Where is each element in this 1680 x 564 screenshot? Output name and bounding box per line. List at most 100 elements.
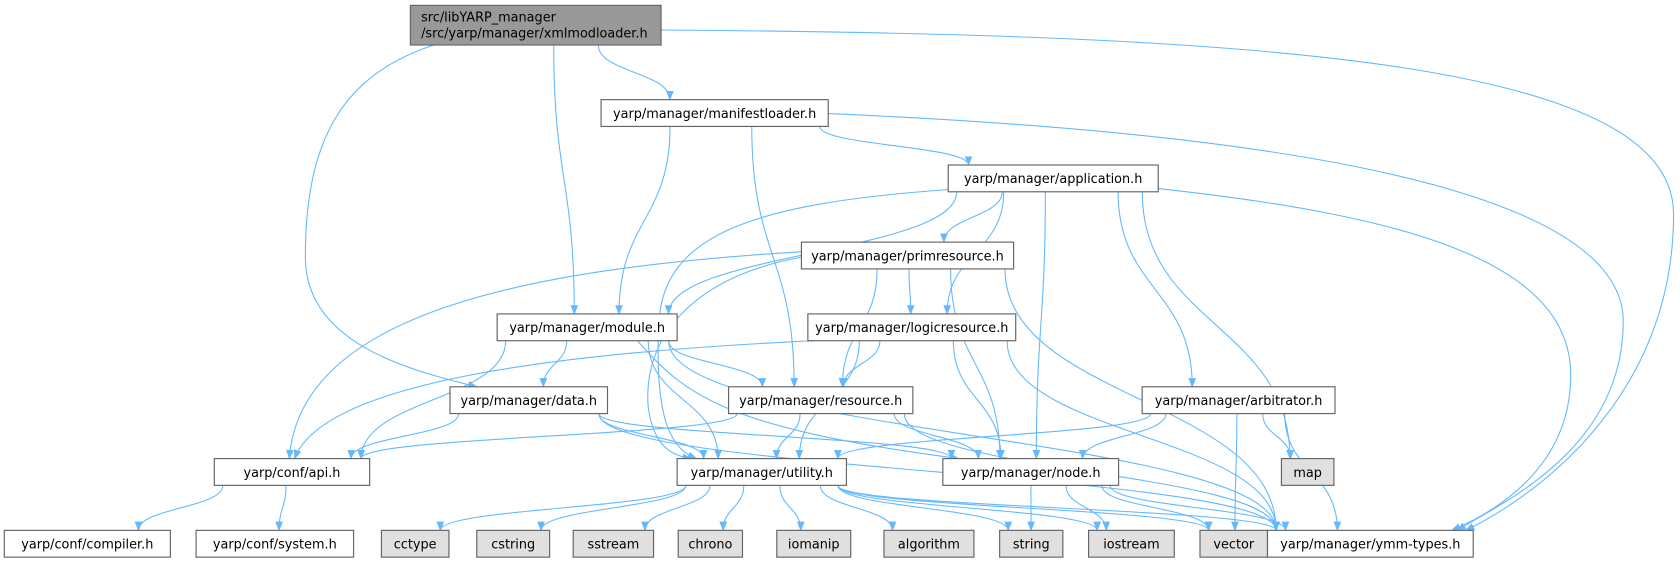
edge-utility-to-algorithm <box>819 485 897 532</box>
edge-primresource-to-node <box>950 268 1004 460</box>
edge-arbitrator-to-utility <box>834 413 1152 460</box>
edge-utility-to-iomanip <box>779 485 805 532</box>
edge-manifestloader-to-resource <box>751 126 799 388</box>
node-label: yarp/manager/utility.h <box>691 466 833 481</box>
edge-resource-to-api <box>357 413 738 460</box>
node-system[interactable]: yarp/conf/system.h <box>195 529 355 558</box>
edge-module-to-ymm <box>668 340 1280 532</box>
node-box <box>600 99 829 128</box>
edge-primresource-to-logicresource <box>906 268 915 315</box>
edge-logicresource-to-node <box>952 340 1005 460</box>
node-label: map <box>1293 466 1322 481</box>
node-label: cstring <box>491 538 535 553</box>
node-box <box>3 529 171 558</box>
edge-utility-to-cstring <box>537 485 687 532</box>
edge-application-to-utility <box>657 189 949 460</box>
node-label-line: /src/yarp/manager/xmlmodloader.h <box>421 26 648 41</box>
node-compiler[interactable]: yarp/conf/compiler.h <box>3 529 171 558</box>
edge-api-to-system <box>275 485 287 532</box>
node-box <box>677 529 744 558</box>
node-cstring: cstring <box>476 529 551 558</box>
node-manifestloader[interactable]: yarp/manager/manifestloader.h <box>600 99 829 128</box>
edge-logicresource-to-ymm <box>1006 340 1280 532</box>
edge-root-to-data <box>304 44 478 389</box>
node-label-line: src/libYARP_manager <box>421 10 557 25</box>
node-map: map <box>1280 457 1335 486</box>
edge-application-to-node <box>1032 191 1046 460</box>
node-box <box>380 529 450 558</box>
node-label: algorithm <box>898 538 960 553</box>
edge-api-to-compiler <box>134 485 224 532</box>
edge-utility-to-iostream <box>837 485 1101 532</box>
node-label: yarp/manager/arbitrator.h <box>1155 394 1323 409</box>
node-box <box>942 457 1120 486</box>
edge-root-to-module <box>553 44 579 315</box>
edge-logicresource-to-resource <box>839 340 881 388</box>
node-box <box>676 457 848 486</box>
node-label: yarp/manager/manifestloader.h <box>613 107 816 122</box>
node-label: yarp/manager/module.h <box>509 321 665 336</box>
node-primresource[interactable]: yarp/manager/primresource.h <box>800 241 1015 270</box>
node-resource[interactable]: yarp/manager/resource.h <box>727 386 914 415</box>
node-label: iomanip <box>788 538 840 553</box>
node-box <box>496 313 678 342</box>
node-arbitrator[interactable]: yarp/manager/arbitrator.h <box>1141 386 1336 415</box>
node-module[interactable]: yarp/manager/module.h <box>496 313 678 342</box>
node-box <box>947 164 1159 193</box>
node-box <box>213 457 371 486</box>
node-box <box>1280 457 1335 486</box>
node-label: yarp/manager/primresource.h <box>811 249 1004 264</box>
node-box <box>883 529 975 558</box>
edge-node-to-ymm <box>1109 485 1290 532</box>
node-node[interactable]: yarp/manager/node.h <box>942 457 1120 486</box>
edge-module-to-utility <box>647 340 722 460</box>
node-ymm[interactable]: yarp/manager/ymm-types.h <box>1266 529 1474 558</box>
edge-data-to-node <box>598 413 956 460</box>
node-label: yarp/manager/application.h <box>964 172 1142 187</box>
node-application[interactable]: yarp/manager/application.h <box>947 164 1159 193</box>
node-label: yarp/manager/logicresource.h <box>815 321 1008 336</box>
node-root[interactable]: src/libYARP_manager/src/yarp/manager/xml… <box>409 4 662 46</box>
edge-utility-to-ymm <box>837 484 1280 532</box>
node-box <box>1266 529 1474 558</box>
node-algorithm: algorithm <box>883 529 975 558</box>
node-iomanip: iomanip <box>776 529 852 558</box>
node-data[interactable]: yarp/manager/data.h <box>449 386 609 415</box>
node-box <box>572 529 655 558</box>
node-utility[interactable]: yarp/manager/utility.h <box>676 457 848 486</box>
edge-data-to-api <box>347 413 460 460</box>
edge-module-to-api <box>357 340 507 460</box>
edge-primresource-to-ymm <box>1004 268 1280 532</box>
node-label: yarp/manager/node.h <box>961 466 1101 481</box>
edge-utility-to-vector <box>837 484 1213 532</box>
edge-logicresource-to-api <box>294 340 815 460</box>
edge-primresource-to-utility <box>647 256 802 462</box>
node-label: iostream <box>1103 538 1159 553</box>
edge-manifestloader-to-application <box>819 126 973 166</box>
edge-primresource-to-api <box>286 251 802 460</box>
node-box <box>800 241 1015 270</box>
node-api[interactable]: yarp/conf/api.h <box>213 457 371 486</box>
edge-utility-to-sstream <box>641 485 711 532</box>
node-box <box>195 529 355 558</box>
node-sstream: sstream <box>572 529 655 558</box>
edge-utility-to-chrono <box>719 485 745 532</box>
node-label: yarp/manager/resource.h <box>739 394 902 409</box>
node-label: vector <box>1213 538 1254 553</box>
node-logicresource[interactable]: yarp/manager/logicresource.h <box>807 313 1017 342</box>
node-label: yarp/conf/system.h <box>213 538 337 553</box>
node-box <box>807 313 1017 342</box>
node-label: yarp/manager/ymm-types.h <box>1280 538 1460 553</box>
node-box <box>1141 386 1336 415</box>
node-box <box>727 386 914 415</box>
node-label: yarp/manager/data.h <box>461 394 597 409</box>
node-box <box>776 529 852 558</box>
edge-utility-to-string <box>837 485 1013 532</box>
edge-data-to-utility <box>598 413 708 460</box>
edge-node-to-vector <box>1101 485 1213 532</box>
node-string: string <box>999 529 1064 558</box>
edge-resource-to-utility <box>772 413 801 460</box>
edge-module-to-resource <box>668 340 767 388</box>
node-label: cctype <box>394 538 437 553</box>
